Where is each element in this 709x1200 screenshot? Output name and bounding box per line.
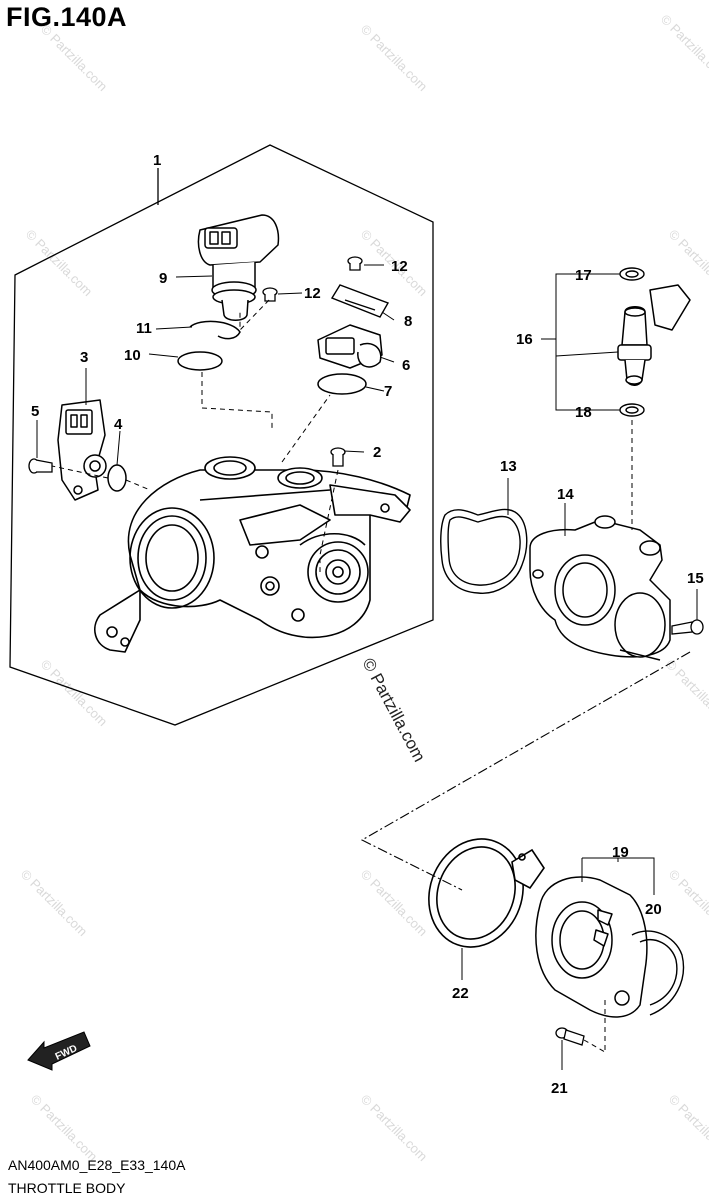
callout-label: 18 [575,404,592,421]
main-watermark: © Partzilla.com [358,655,429,765]
callout-label: 21 [551,1080,568,1097]
faint-watermark: © Partzilla.com [18,867,91,940]
callout-label: 17 [575,267,592,284]
part-22-clamp-band [428,838,545,948]
assembly-boundary [9,144,434,726]
faint-watermark: © Partzilla.com [358,1092,431,1165]
callout-label: 19 [612,844,629,861]
faint-watermark: © Partzilla.com [23,227,96,300]
diagram-name: THROTTLE BODY [8,1180,126,1196]
part-10-o-ring [177,351,223,371]
faint-watermark: © Partzilla.com [663,657,709,730]
part-11-clip [189,320,241,340]
faint-watermark: © Partzilla.com [38,657,111,730]
fwd-arrow-icon: FWD [27,1031,91,1071]
faint-watermark: © Partzilla.com [38,22,111,95]
part-12-screw [262,287,278,302]
part-15-bolt [671,619,704,635]
faint-watermark: © Partzilla.com [358,22,431,95]
callout-label: 9 [159,270,167,287]
part-8-bracket [330,284,390,318]
assembly-connector-line [360,651,691,891]
part-17-seal [619,267,645,281]
callout-label: 15 [687,570,704,587]
part-4-o-ring [107,464,127,492]
part-14-intake-pipe [529,515,671,661]
faint-watermark: © Partzilla.com [28,1092,101,1165]
callout-label: 13 [500,458,517,475]
part-13-gasket [440,508,528,594]
callout-label: 12 [304,285,321,302]
callout-label: 20 [645,901,662,918]
faint-watermark: © Partzilla.com [666,867,709,940]
callout-label: 7 [384,383,392,400]
throttle-body [94,456,411,653]
part-20-seal-ring [631,930,685,1016]
callout-label: 8 [404,313,412,330]
callout-label: 12 [391,258,408,275]
part-19-intake-boot [535,876,648,1018]
part-3-sensor [57,399,107,501]
part-2-screw [330,447,346,467]
callout-label: 22 [452,985,469,1002]
part-18-seal [619,403,645,417]
part-21-bolt [555,1027,585,1046]
part-6-sensor [317,324,383,369]
callout-label: 2 [373,444,381,461]
part-16-injector [617,284,691,386]
callout-label: 16 [516,331,533,348]
leader-lines [36,264,698,1070]
part-7-o-ring [317,373,367,395]
callout-label: 3 [80,349,88,366]
callout-label: 1 [153,152,161,169]
callout-label: 10 [124,347,141,364]
dashed-alignment-lines [51,299,633,1053]
callout-label: 14 [557,486,574,503]
callout-label: 5 [31,403,39,420]
callout-label: 11 [136,320,152,337]
figure-title: FIG.140A [6,2,128,32]
part-5-screw [28,458,53,474]
part-9-sensor [197,214,280,321]
callout-label: 4 [114,416,123,433]
faint-watermark: © Partzilla.com [658,12,709,85]
diagram-code: AN400AM0_E28_E33_140A [8,1157,186,1173]
part-12-screw [347,256,363,271]
faint-watermark: © Partzilla.com [358,867,431,940]
faint-watermark: © Partzilla.com [666,1092,709,1165]
callout-label: 6 [402,357,410,374]
